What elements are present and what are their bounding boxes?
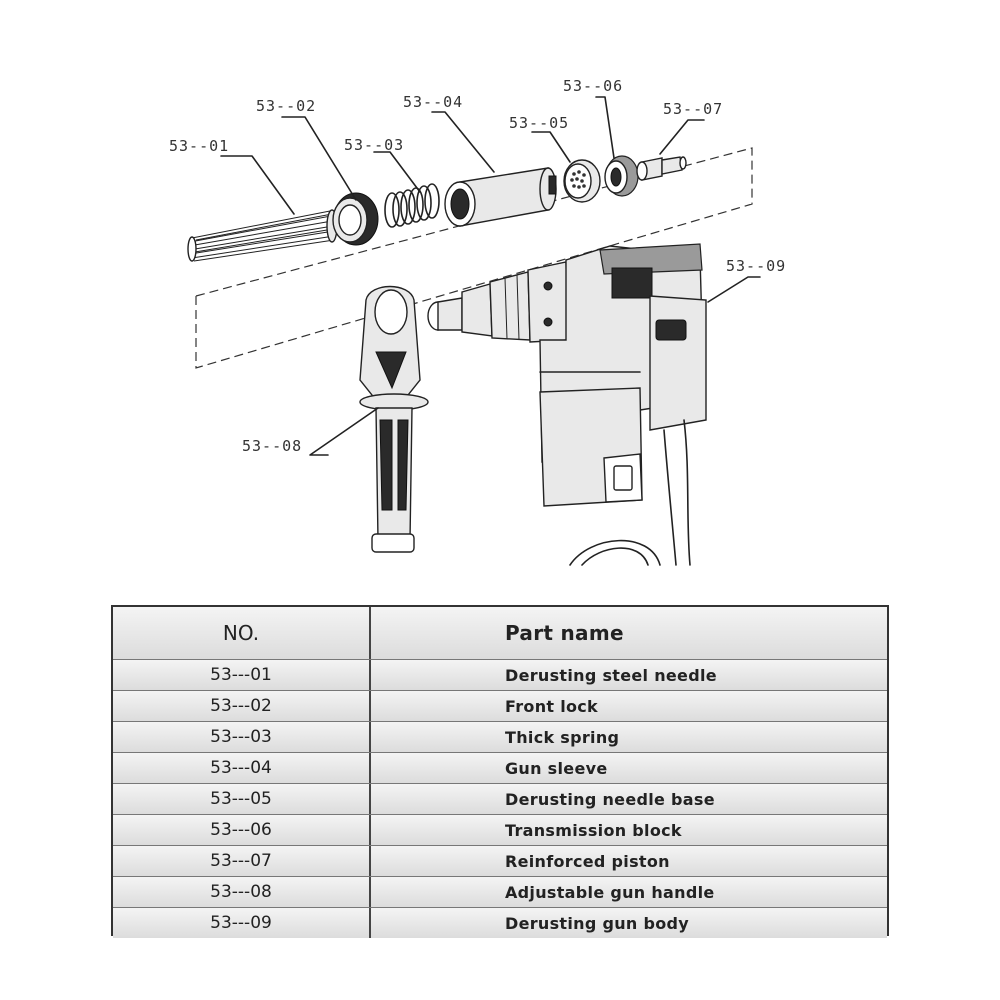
table-row: 53---04 Gun sleeve bbox=[113, 752, 887, 783]
exploded-parts-diagram: 53--01 53--02 53--03 53--04 53--05 53--0… bbox=[169, 77, 786, 566]
table-row: 53---01 Derusting steel needle bbox=[113, 659, 887, 690]
header-part-name: Part name bbox=[505, 621, 624, 645]
row-no: 53---02 bbox=[113, 691, 371, 721]
row-part-name: Derusting needle base bbox=[505, 789, 715, 809]
callout-53-06: 53--06 bbox=[563, 77, 623, 95]
row-part-name: Front lock bbox=[505, 696, 598, 716]
row-part-name: Transmission block bbox=[505, 820, 682, 840]
assembly-guide-dashed bbox=[195, 147, 753, 369]
row-part-name: Gun sleeve bbox=[505, 758, 608, 778]
callout-53-01: 53--01 bbox=[169, 137, 229, 155]
callout-53-05: 53--05 bbox=[509, 114, 569, 132]
part-thick-spring bbox=[384, 183, 440, 228]
table-row: 53---07 Reinforced piston bbox=[113, 845, 887, 876]
row-no: 53---04 bbox=[113, 753, 371, 783]
row-part-name: Derusting steel needle bbox=[505, 665, 717, 685]
part-reinforced-piston bbox=[636, 156, 687, 181]
part-transmission-block bbox=[604, 155, 639, 197]
table-row: 53---06 Transmission block bbox=[113, 814, 887, 845]
callout-53-04: 53--04 bbox=[403, 93, 463, 111]
part-adjustable-handle bbox=[359, 285, 429, 553]
callout-53-03: 53--03 bbox=[344, 136, 404, 154]
part-gun-sleeve bbox=[444, 167, 557, 227]
header-no: NO. bbox=[113, 607, 371, 659]
row-no: 53---06 bbox=[113, 815, 371, 845]
callout-53-02: 53--02 bbox=[256, 97, 316, 115]
row-no: 53---05 bbox=[113, 784, 371, 814]
row-part-name: Thick spring bbox=[505, 727, 620, 747]
row-part-name: Adjustable gun handle bbox=[505, 882, 715, 902]
part-front-lock bbox=[332, 192, 379, 246]
part-gun-body bbox=[427, 243, 707, 566]
row-no: 53---09 bbox=[113, 908, 371, 938]
row-part-name: Reinforced piston bbox=[505, 851, 670, 871]
row-no: 53---01 bbox=[113, 660, 371, 690]
row-no: 53---07 bbox=[113, 846, 371, 876]
parts-table: NO. Part name 53---01 Derusting steel ne… bbox=[111, 605, 889, 938]
part-needle-base bbox=[563, 159, 601, 203]
table-header-row: NO. Part name bbox=[113, 607, 887, 659]
callout-53-07: 53--07 bbox=[663, 100, 723, 118]
part-steel-needle-bundle bbox=[187, 209, 338, 262]
table-row: 53---02 Front lock bbox=[113, 690, 887, 721]
leader-lines bbox=[220, 96, 761, 456]
table-row: 53---03 Thick spring bbox=[113, 721, 887, 752]
table-row: 53---05 Derusting needle base bbox=[113, 783, 887, 814]
row-part-name: Derusting gun body bbox=[505, 913, 690, 933]
callout-53-09: 53--09 bbox=[726, 257, 786, 275]
table-row: 53---09 Derusting gun body bbox=[113, 907, 887, 938]
table-row: 53---08 Adjustable gun handle bbox=[113, 876, 887, 907]
callout-53-08: 53--08 bbox=[242, 437, 302, 455]
row-no: 53---08 bbox=[113, 877, 371, 907]
row-no: 53---03 bbox=[113, 722, 371, 752]
